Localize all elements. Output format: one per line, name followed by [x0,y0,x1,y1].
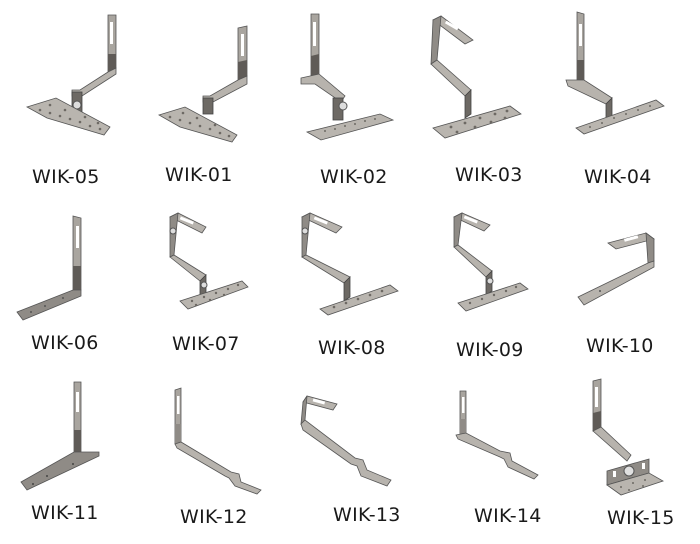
roof-hook-wik-15-illustration [592,378,664,496]
product-wik-10: WIK-10 [570,225,680,357]
product-wik-15: WIK-15 [585,375,695,535]
product-wik-01: WIK-01 [155,10,270,186]
roof-hook-wik-11-illustration [20,381,100,491]
roof-hook-wik-13-illustration [300,395,392,487]
product-code-label: WIK-15 [607,507,675,529]
product-code-label: WIK-06 [31,332,99,354]
roof-hook-wik-10-illustration [577,232,655,306]
product-wik-11: WIK-11 [15,380,125,530]
product-wik-05: WIK-05 [20,10,130,188]
product-code-label: WIK-05 [32,166,100,188]
roof-hook-wik-01-illustration [157,25,248,143]
product-code-label: WIK-07 [172,333,240,355]
product-code-label: WIK-10 [586,335,654,357]
product-code-label: WIK-01 [165,164,233,186]
product-code-label: WIK-09 [456,339,524,361]
product-wik-04: WIK-04 [560,10,670,188]
roof-hook-wik-09-illustration [453,212,529,312]
roof-hook-wik-14-illustration [455,390,539,480]
roof-hook-wik-06-illustration [16,215,82,321]
roof-hook-wik-07-illustration [169,212,249,310]
roof-hook-wik-04-illustration [565,11,665,135]
product-wik-12: WIK-12 [165,380,275,530]
product-wik-02: WIK-02 [295,10,410,188]
product-code-label: WIK-04 [584,166,652,188]
product-wik-09: WIK-09 [440,205,550,361]
product-wik-08: WIK-08 [290,205,410,359]
product-code-label: WIK-03 [455,164,523,186]
product-wik-06: WIK-06 [15,210,125,360]
product-code-label: WIK-08 [318,337,386,359]
roof-hook-wik-02-illustration [300,13,395,141]
product-code-label: WIK-14 [474,505,542,527]
roof-hook-wik-08-illustration [301,212,399,316]
roof-hook-wik-03-illustration [430,15,522,139]
product-code-label: WIK-13 [333,504,401,526]
roof-hook-wik-12-illustration [174,387,262,495]
product-wik-03: WIK-03 [425,10,545,186]
product-code-label: WIK-12 [180,506,248,528]
roof-hook-wik-05-illustration [25,14,117,136]
product-code-label: WIK-11 [31,502,99,524]
product-wik-13: WIK-13 [295,380,415,530]
product-wik-14: WIK-14 [450,385,570,535]
product-code-label: WIK-02 [320,166,388,188]
product-wik-07: WIK-07 [160,205,270,355]
